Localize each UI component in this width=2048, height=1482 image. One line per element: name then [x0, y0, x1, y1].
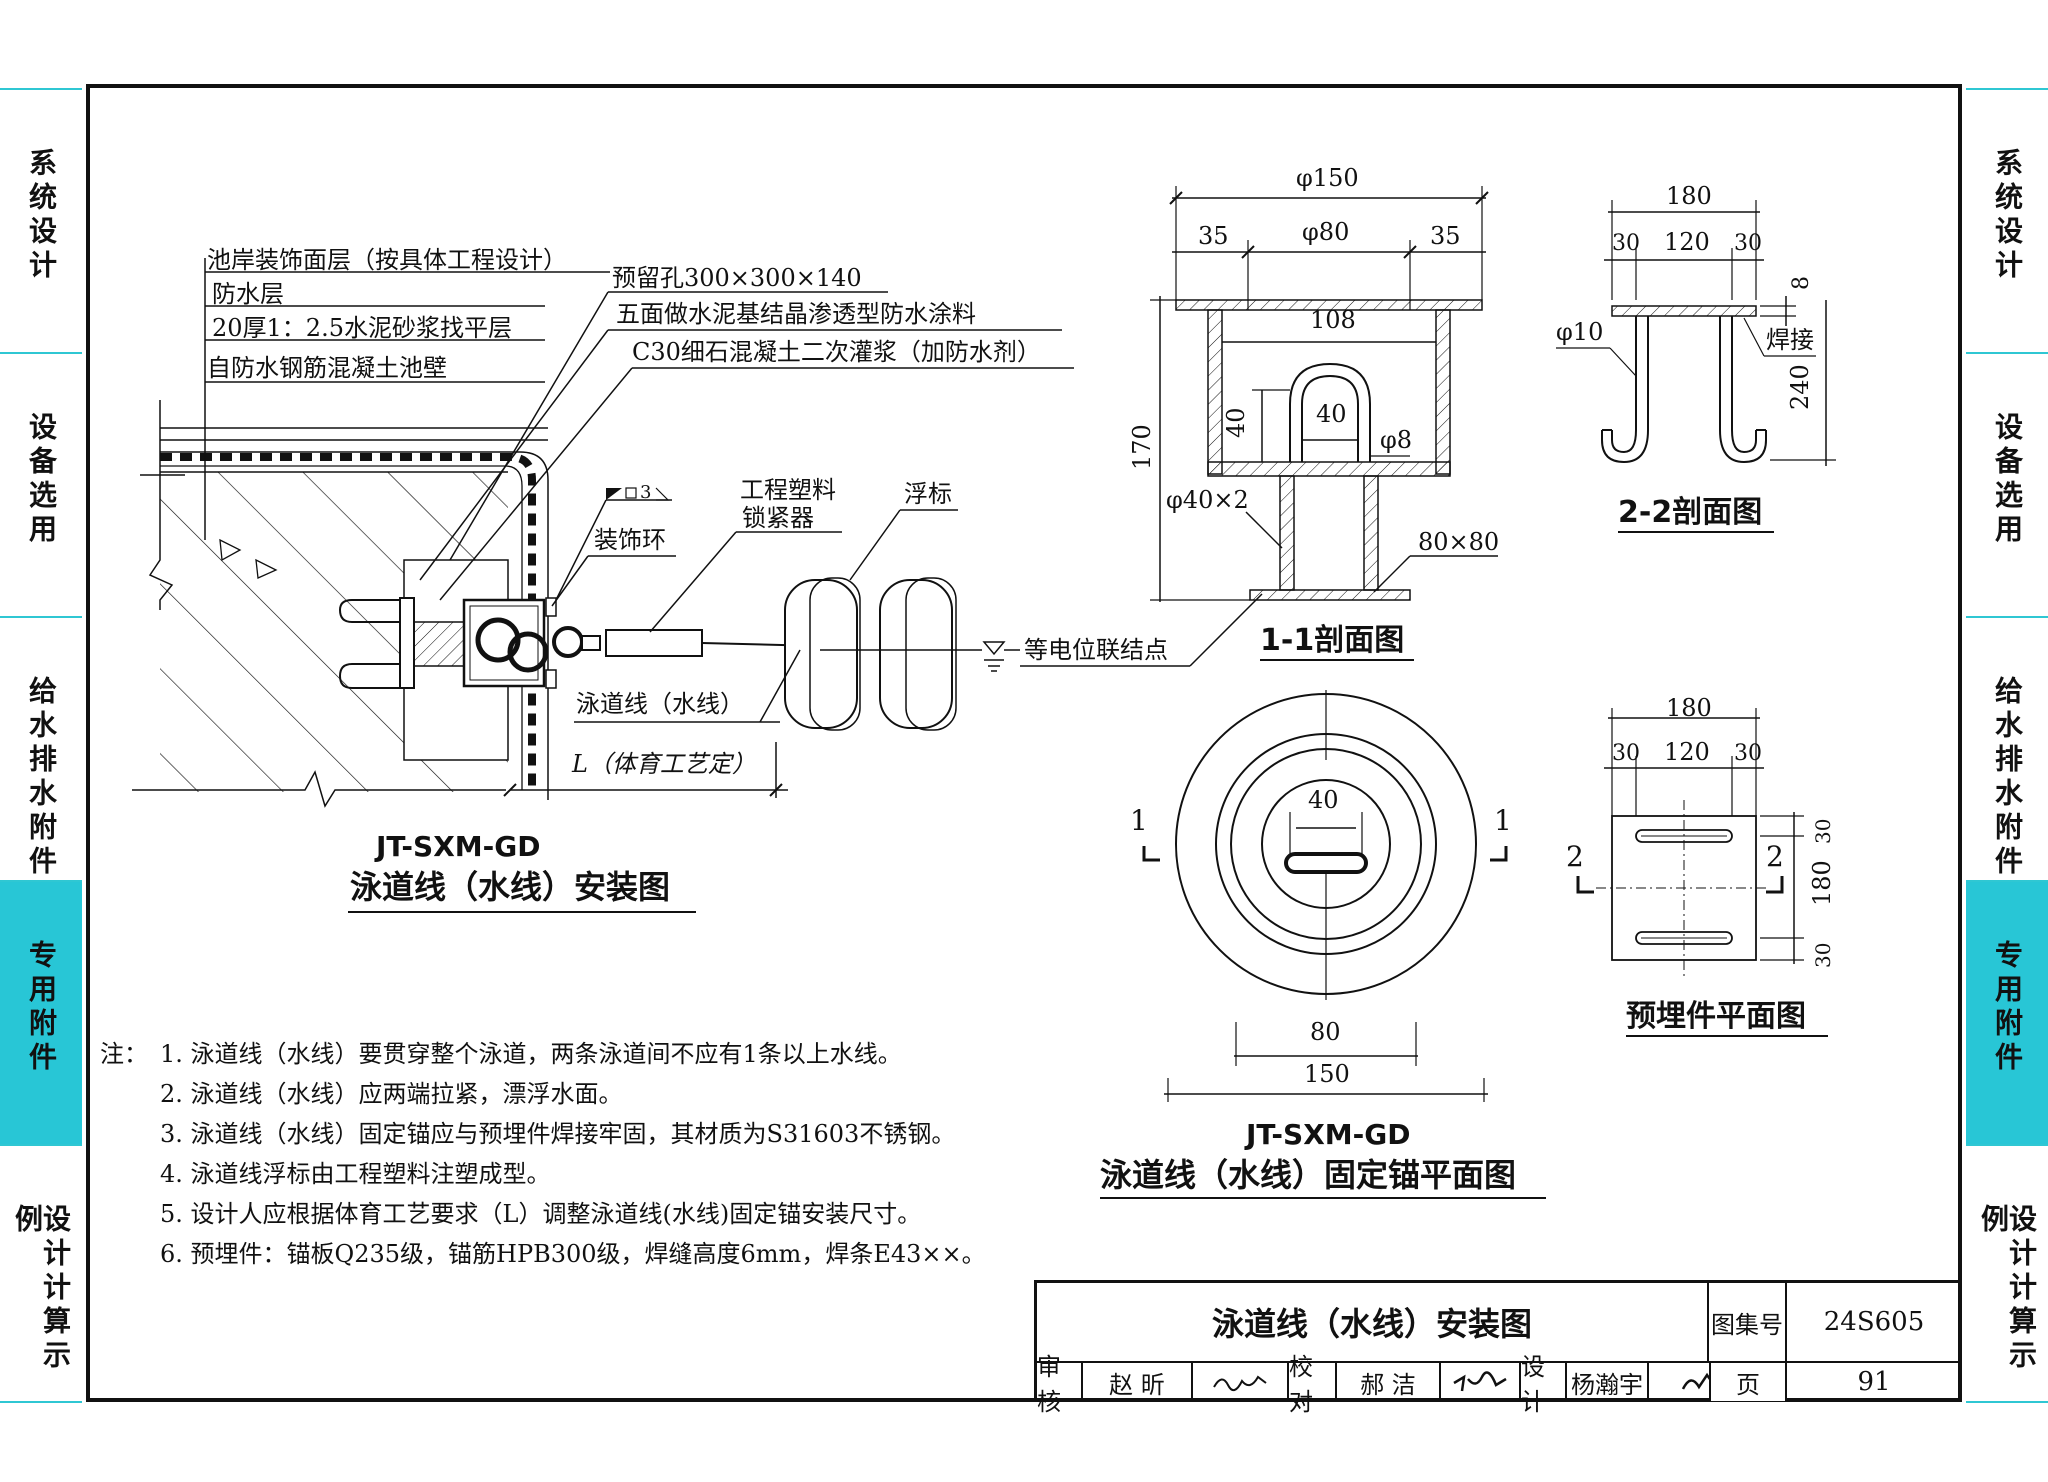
title-block: 泳道线（水线）安装图 图集号 24S605 审核 赵 昕 校对 郝 洁 设计 杨…: [1034, 1280, 1961, 1416]
cut-mark-1-right: 1: [1494, 804, 1512, 837]
dim22-120: 120: [1664, 228, 1710, 256]
side-tab-special[interactable]: 专用附件: [0, 880, 82, 1144]
embed-v-180: 180: [1808, 860, 1836, 906]
pipe-label: φ40×2: [1166, 486, 1249, 514]
label-grout: C30细石混凝土二次灌浆（加防水剂）: [632, 338, 1041, 366]
label-deco-ring: 装饰环: [594, 526, 666, 554]
notes-label: 注：: [100, 1040, 148, 1068]
side-tab-accessories-r[interactable]: 给水排水附件: [1966, 616, 2048, 880]
embed-dim-30-right: 30: [1734, 741, 1762, 766]
embed-plan: 180 30 120 30 30 180 30 2 2 预埋件平面图: [1566, 694, 1836, 1037]
installation-view: 池岸装饰面层（按具体工程设计） 防水层 20厚1：2.5水泥砂浆找平层 自防水钢…: [132, 246, 1263, 913]
dim-108: 108: [1310, 306, 1356, 334]
dim22-240: 240: [1786, 364, 1814, 410]
note-item: 4. 泳道线浮标由工程塑料注塑成型。: [160, 1160, 551, 1188]
label-coating: 五面做水泥基结晶渗透型防水涂料: [616, 300, 976, 328]
designer-name: 杨瀚宇: [1567, 1363, 1649, 1401]
title-block-title: 泳道线（水线）安装图: [1037, 1283, 1709, 1363]
dim-150: φ150: [1296, 164, 1359, 192]
embed-v-30-top: 30: [1811, 819, 1835, 844]
dim22-180: 180: [1666, 182, 1712, 210]
embed-dim-30-left: 30: [1612, 741, 1640, 766]
label-reserved-hole: 预留孔300×300×140: [612, 264, 862, 292]
check-label: 校对: [1289, 1353, 1337, 1416]
note-item: 5. 设计人应根据体育工艺要求（L）调整泳道线(水线)固定锚安装尺寸。: [160, 1200, 922, 1228]
dim-35-right: 35: [1430, 222, 1461, 250]
plate-label: 80×80: [1418, 528, 1499, 556]
right-side-tabs: 系统设计 设备选用 给水排水附件 专用附件 设计计算示例: [1966, 88, 2048, 1403]
embed-dim-120: 120: [1664, 738, 1710, 766]
label-wall: 自防水钢筋混凝土池壁: [207, 354, 447, 382]
reviewer-signature: [1193, 1363, 1289, 1401]
anchor-plan: 40 1 1 80 150 JT-SXM-GD 泳道线（水线）固定锚平面图: [1100, 690, 1546, 1199]
review-label: 审核: [1037, 1353, 1083, 1416]
embed-title: 预埋件平面图: [1626, 999, 1806, 1034]
cut-mark-2-right: 2: [1766, 840, 1784, 873]
note-item: 3. 泳道线（水线）固定锚应与预埋件焊接牢固，其材质为S31603不锈钢。: [160, 1120, 956, 1148]
label-mortar: 20厚1：2.5水泥砂浆找平层: [212, 314, 512, 342]
embed-dim-180: 180: [1666, 694, 1712, 722]
rod-dia: φ8: [1380, 426, 1412, 454]
bar-dia: φ10: [1556, 318, 1603, 346]
side-tab-accessories[interactable]: 给水排水附件: [0, 616, 82, 880]
section-2-2: 180 30 120 30 8 240 φ10 焊接 2-2剖面图: [1556, 182, 1836, 533]
install-code: JT-SXM-GD: [374, 830, 541, 863]
cut-mark-2-left: 2: [1566, 840, 1584, 873]
side-tab-equipment[interactable]: 设备选用: [0, 352, 82, 616]
label-bonding-point: 等电位联结点: [1024, 636, 1168, 664]
note-item: 2. 泳道线（水线）应两端拉紧，漂浮水面。: [160, 1080, 623, 1108]
dim-35-left: 35: [1198, 222, 1229, 250]
side-tab-system-design-r[interactable]: 系统设计: [1966, 88, 2048, 352]
weld-label: 焊接: [1766, 326, 1814, 354]
atlas-number: 24S605: [1787, 1283, 1961, 1363]
left-side-tabs: 系统设计 设备选用 给水排水附件 专用附件 设计计算示例: [0, 88, 82, 1403]
dim-80: φ80: [1302, 218, 1349, 246]
checker-name: 郝 洁: [1337, 1363, 1441, 1401]
label-float: 浮标: [904, 480, 952, 508]
label-tensioner-1: 工程塑料: [740, 476, 836, 504]
page-number: 91: [1857, 1367, 1891, 1397]
side-tab-calc[interactable]: 设计计算示例: [0, 1144, 82, 1403]
drawing-frame: [86, 84, 1962, 1402]
plan-code: JT-SXM-GD: [1244, 1118, 1411, 1151]
cut-mark-1-left: 1: [1130, 804, 1148, 837]
checker-signature: [1441, 1363, 1521, 1401]
install-title: 泳道线（水线）安装图: [350, 868, 670, 906]
plan-dim-80: 80: [1310, 1018, 1341, 1046]
dim22-30-left: 30: [1612, 231, 1640, 256]
page-label: 页: [1709, 1363, 1787, 1401]
label-tensioner-2: 锁紧器: [742, 504, 814, 532]
reviewer-name: 赵 昕: [1083, 1363, 1193, 1401]
dim22-8: 8: [1789, 276, 1814, 290]
section-1-1-title: 1-1剖面图: [1260, 623, 1404, 658]
dim-170: 170: [1128, 424, 1156, 470]
label-deck-finish: 池岸装饰面层（按具体工程设计）: [207, 246, 567, 274]
atlas-label: 图集号: [1709, 1283, 1787, 1363]
dim-40-v: 40: [1222, 407, 1250, 438]
plan-dim-150: 150: [1304, 1060, 1350, 1088]
design-label: 设计: [1521, 1353, 1567, 1416]
label-waterproof: 防水层: [212, 280, 284, 308]
section-1-1: φ150 35 φ80 35 108 40 40 φ8: [1128, 164, 1499, 661]
side-tab-special-r[interactable]: 专用附件: [1966, 880, 2048, 1144]
label-length: L（体育工艺定）: [571, 750, 756, 778]
note-item: 1. 泳道线（水线）要贯穿整个泳道，两条泳道间不应有1条以上水线。: [160, 1040, 902, 1068]
side-tab-system-design[interactable]: 系统设计: [0, 88, 82, 352]
side-tab-calc-r[interactable]: 设计计算示例: [1966, 1144, 2048, 1403]
plan-title: 泳道线（水线）固定锚平面图: [1100, 1156, 1516, 1194]
note-item: 6. 预埋件：锚板Q235级，锚筋HPB300级，焊缝高度6mm，焊条E43××…: [160, 1240, 986, 1268]
embed-v-30-bottom: 30: [1811, 943, 1835, 968]
section-2-2-title: 2-2剖面图: [1618, 495, 1762, 530]
weld-symbol: 3: [640, 482, 651, 503]
side-tab-equipment-r[interactable]: 设备选用: [1966, 352, 2048, 616]
plan-dim-40: 40: [1308, 786, 1339, 814]
dim22-30-right: 30: [1734, 231, 1762, 256]
label-lane-rope: 泳道线（水线）: [576, 690, 744, 718]
dim-40-h: 40: [1316, 400, 1347, 428]
